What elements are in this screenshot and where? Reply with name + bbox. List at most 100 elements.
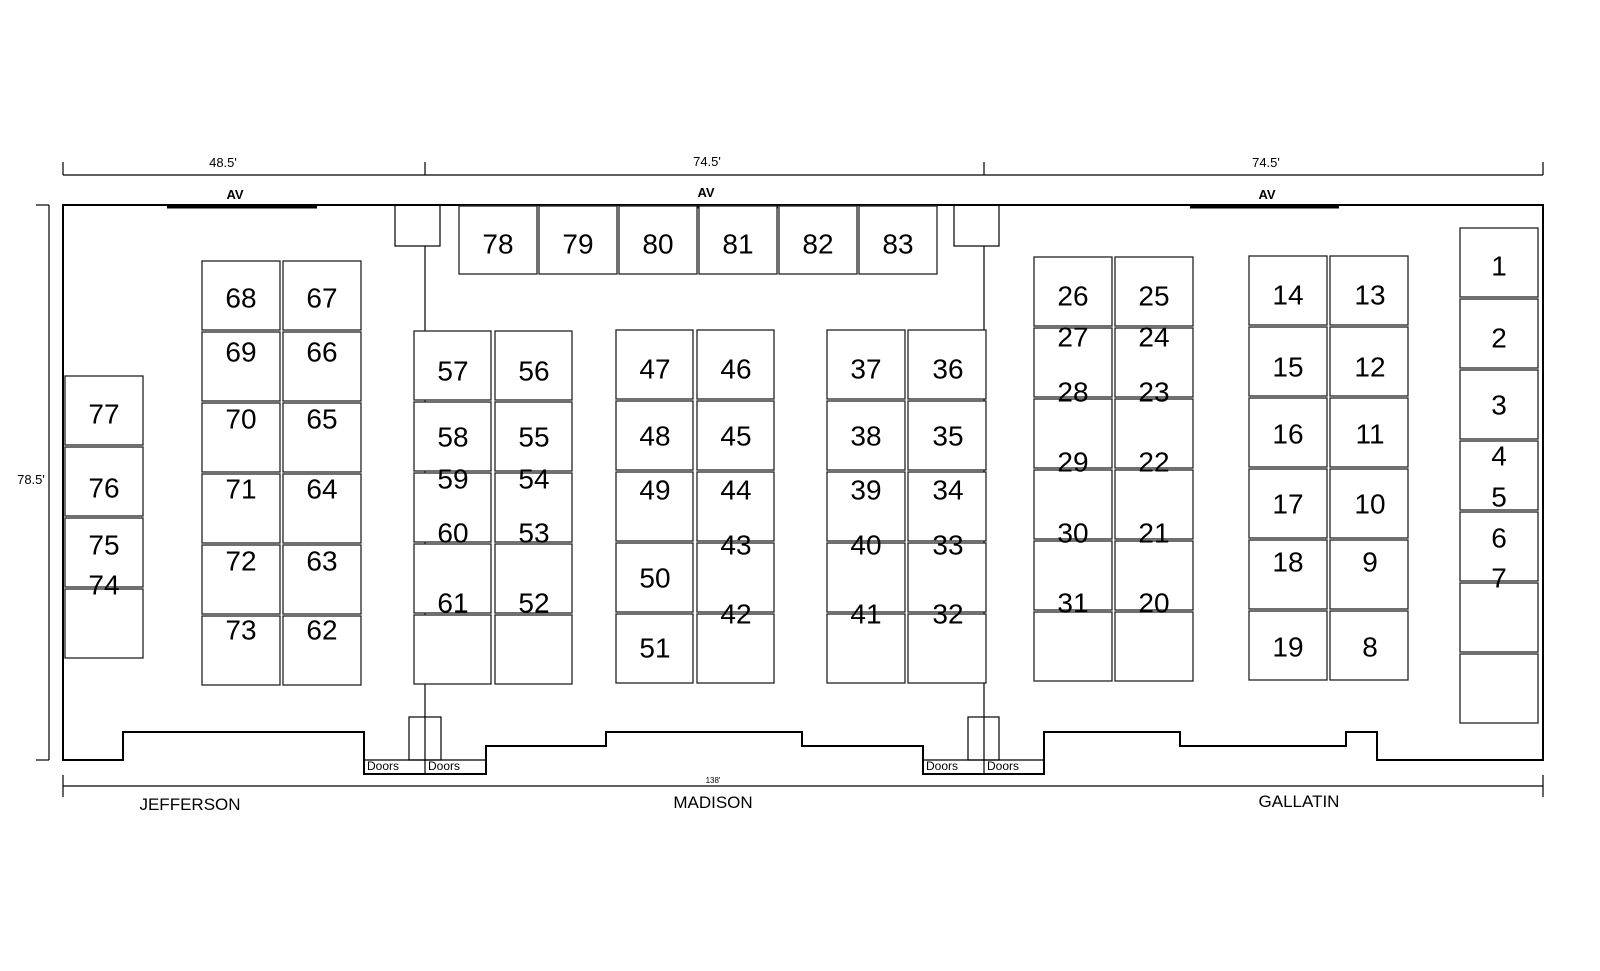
booth-space[interactable]	[1459, 440, 1539, 511]
booth-space[interactable]	[698, 205, 778, 275]
booth-space[interactable]	[1033, 327, 1113, 398]
booth-space[interactable]	[1329, 610, 1409, 681]
booth-space[interactable]	[615, 400, 694, 471]
booth-space[interactable]	[282, 402, 362, 473]
booth-space[interactable]	[1248, 397, 1328, 468]
booth-space[interactable]	[615, 329, 694, 400]
booth-space[interactable]	[907, 400, 987, 471]
booth-number: 66	[306, 337, 337, 368]
booth-space[interactable]	[1459, 227, 1539, 298]
booth-number: 11	[1355, 419, 1384, 450]
booth-number: 63	[306, 546, 337, 577]
booth-space[interactable]	[696, 400, 775, 471]
booth-space[interactable]	[413, 543, 492, 614]
booth-space[interactable]	[615, 471, 694, 542]
booth-space[interactable]	[282, 544, 362, 615]
booth-space[interactable]	[538, 205, 618, 275]
booth-space[interactable]	[64, 588, 144, 659]
booth-space[interactable]	[1329, 326, 1409, 397]
booth-space[interactable]	[1114, 398, 1194, 469]
booth-space[interactable]	[826, 329, 906, 400]
booth-space[interactable]	[1248, 468, 1328, 539]
booth-space[interactable]	[458, 205, 538, 275]
booth-space[interactable]	[1033, 398, 1113, 469]
booth-space[interactable]	[494, 472, 573, 543]
booth-space[interactable]	[201, 473, 281, 544]
booth-number: 32	[932, 599, 963, 630]
booth-space[interactable]	[1329, 397, 1409, 468]
booth-space[interactable]	[64, 375, 144, 446]
booth-space[interactable]	[826, 471, 906, 542]
booth-space[interactable]	[1033, 611, 1113, 682]
booth-space[interactable]	[1248, 255, 1328, 326]
booth-number: 29	[1057, 447, 1088, 478]
booth-space[interactable]	[494, 330, 573, 401]
booth-space[interactable]	[494, 543, 573, 614]
av-label-jefferson: AV	[226, 187, 243, 202]
booth-space[interactable]	[64, 446, 144, 517]
booth-space[interactable]	[907, 329, 987, 400]
booth-space[interactable]	[615, 542, 694, 613]
booth-number: 13	[1354, 280, 1385, 311]
booth-space[interactable]	[696, 471, 775, 542]
booth-space[interactable]	[1459, 511, 1539, 582]
booth-space[interactable]	[201, 402, 281, 473]
booth-space[interactable]	[64, 517, 144, 588]
booth-space[interactable]	[413, 330, 492, 401]
booth-space[interactable]	[1114, 540, 1194, 611]
booth-space[interactable]	[696, 613, 775, 684]
booth-space[interactable]	[826, 542, 906, 613]
booth-space[interactable]	[1248, 539, 1328, 610]
booth-space[interactable]	[282, 331, 362, 402]
booth-space[interactable]	[1459, 298, 1539, 369]
room-label-jefferson: JEFFERSON	[139, 795, 240, 814]
booth-space[interactable]	[907, 542, 987, 613]
booth-space[interactable]	[1459, 582, 1539, 653]
booth-number: 15	[1272, 352, 1303, 383]
booth-space[interactable]	[826, 613, 906, 684]
booth-space[interactable]	[282, 615, 362, 686]
booth-space[interactable]	[201, 544, 281, 615]
booth-number: 31	[1057, 588, 1088, 619]
booth-number: 7	[1491, 563, 1507, 594]
booth-space[interactable]	[696, 542, 775, 613]
booth-space[interactable]	[1033, 540, 1113, 611]
booth-labels: 1234567891011121314151617181920212223242…	[88, 229, 1506, 664]
booth-space[interactable]	[1114, 611, 1194, 682]
booth-space[interactable]	[858, 205, 938, 275]
booth-space[interactable]	[413, 614, 492, 685]
booth-space[interactable]	[1033, 469, 1113, 540]
depth-label: 78.5'	[17, 472, 45, 487]
booth-space[interactable]	[1033, 256, 1113, 327]
booth-space[interactable]	[1459, 369, 1539, 440]
booth-space[interactable]	[201, 331, 281, 402]
booth-space[interactable]	[826, 400, 906, 471]
booth-space[interactable]	[618, 205, 698, 275]
booth-space[interactable]	[778, 205, 858, 275]
booth-space[interactable]	[494, 401, 573, 472]
booth-number: 74	[88, 570, 119, 601]
booth-space[interactable]	[282, 473, 362, 544]
booth-space[interactable]	[413, 401, 492, 472]
booth-space[interactable]	[1248, 610, 1328, 681]
booth-space[interactable]	[615, 613, 694, 684]
av-label-madison: AV	[697, 185, 714, 200]
booth-space[interactable]	[907, 613, 987, 684]
booth-space[interactable]	[1248, 326, 1328, 397]
booth-space[interactable]	[413, 472, 492, 543]
booth-space[interactable]	[1114, 327, 1194, 398]
booth-space[interactable]	[1329, 539, 1409, 610]
booth-space[interactable]	[494, 614, 573, 685]
booth-number: 9	[1362, 547, 1378, 578]
booth-space[interactable]	[1114, 256, 1194, 327]
booth-space[interactable]	[907, 471, 987, 542]
booth-space[interactable]	[1114, 469, 1194, 540]
booth-space[interactable]	[696, 329, 775, 400]
booth-space[interactable]	[201, 260, 281, 331]
booth-space[interactable]	[201, 615, 281, 686]
booth-space[interactable]	[1329, 255, 1409, 326]
booth-space[interactable]	[1329, 468, 1409, 539]
booth-space[interactable]	[282, 260, 362, 331]
booth-space[interactable]	[1459, 653, 1539, 724]
